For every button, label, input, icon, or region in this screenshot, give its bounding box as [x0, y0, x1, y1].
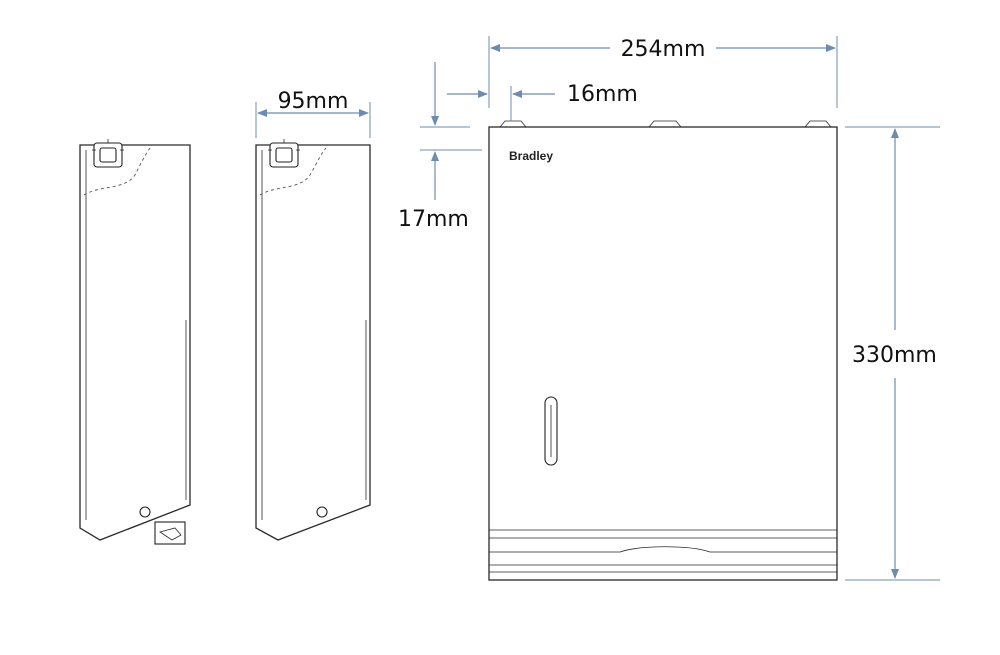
lock-icon	[316, 506, 328, 518]
lock-icon	[139, 506, 151, 518]
side-offset-dimension: 17mm	[398, 62, 482, 232]
front-top-tab-right	[804, 120, 832, 128]
width-label: 254mm	[621, 37, 706, 62]
depth-label: 95mm	[278, 89, 349, 114]
key-detail-icon	[154, 521, 186, 545]
width-dimension: 254mm	[488, 36, 838, 108]
front-top-tab-center	[648, 120, 682, 128]
side-view-1-body	[79, 144, 191, 541]
side-view-2-body	[255, 144, 371, 541]
wall-hanger-icon	[92, 139, 124, 168]
side-view-with-mount	[79, 139, 191, 545]
height-dimension: 330mm	[845, 126, 940, 581]
side-offset-label: 17mm	[398, 207, 469, 232]
side-view-1-hidden-line	[83, 147, 151, 196]
front-view: Bradley	[488, 120, 838, 581]
front-view-body	[488, 126, 838, 581]
side-view-plain	[255, 139, 371, 541]
brand-logo: Bradley	[509, 149, 553, 163]
wall-hanger-icon	[268, 139, 300, 168]
front-top-tab-left	[499, 120, 527, 128]
top-offset-label: 16mm	[567, 82, 638, 107]
height-label: 330mm	[852, 343, 937, 368]
side-view-2-hidden-line	[259, 147, 327, 196]
front-dispense-opening	[489, 546, 837, 553]
top-offset-dimension: 16mm	[447, 82, 638, 121]
depth-dimension: 95mm	[255, 89, 371, 138]
